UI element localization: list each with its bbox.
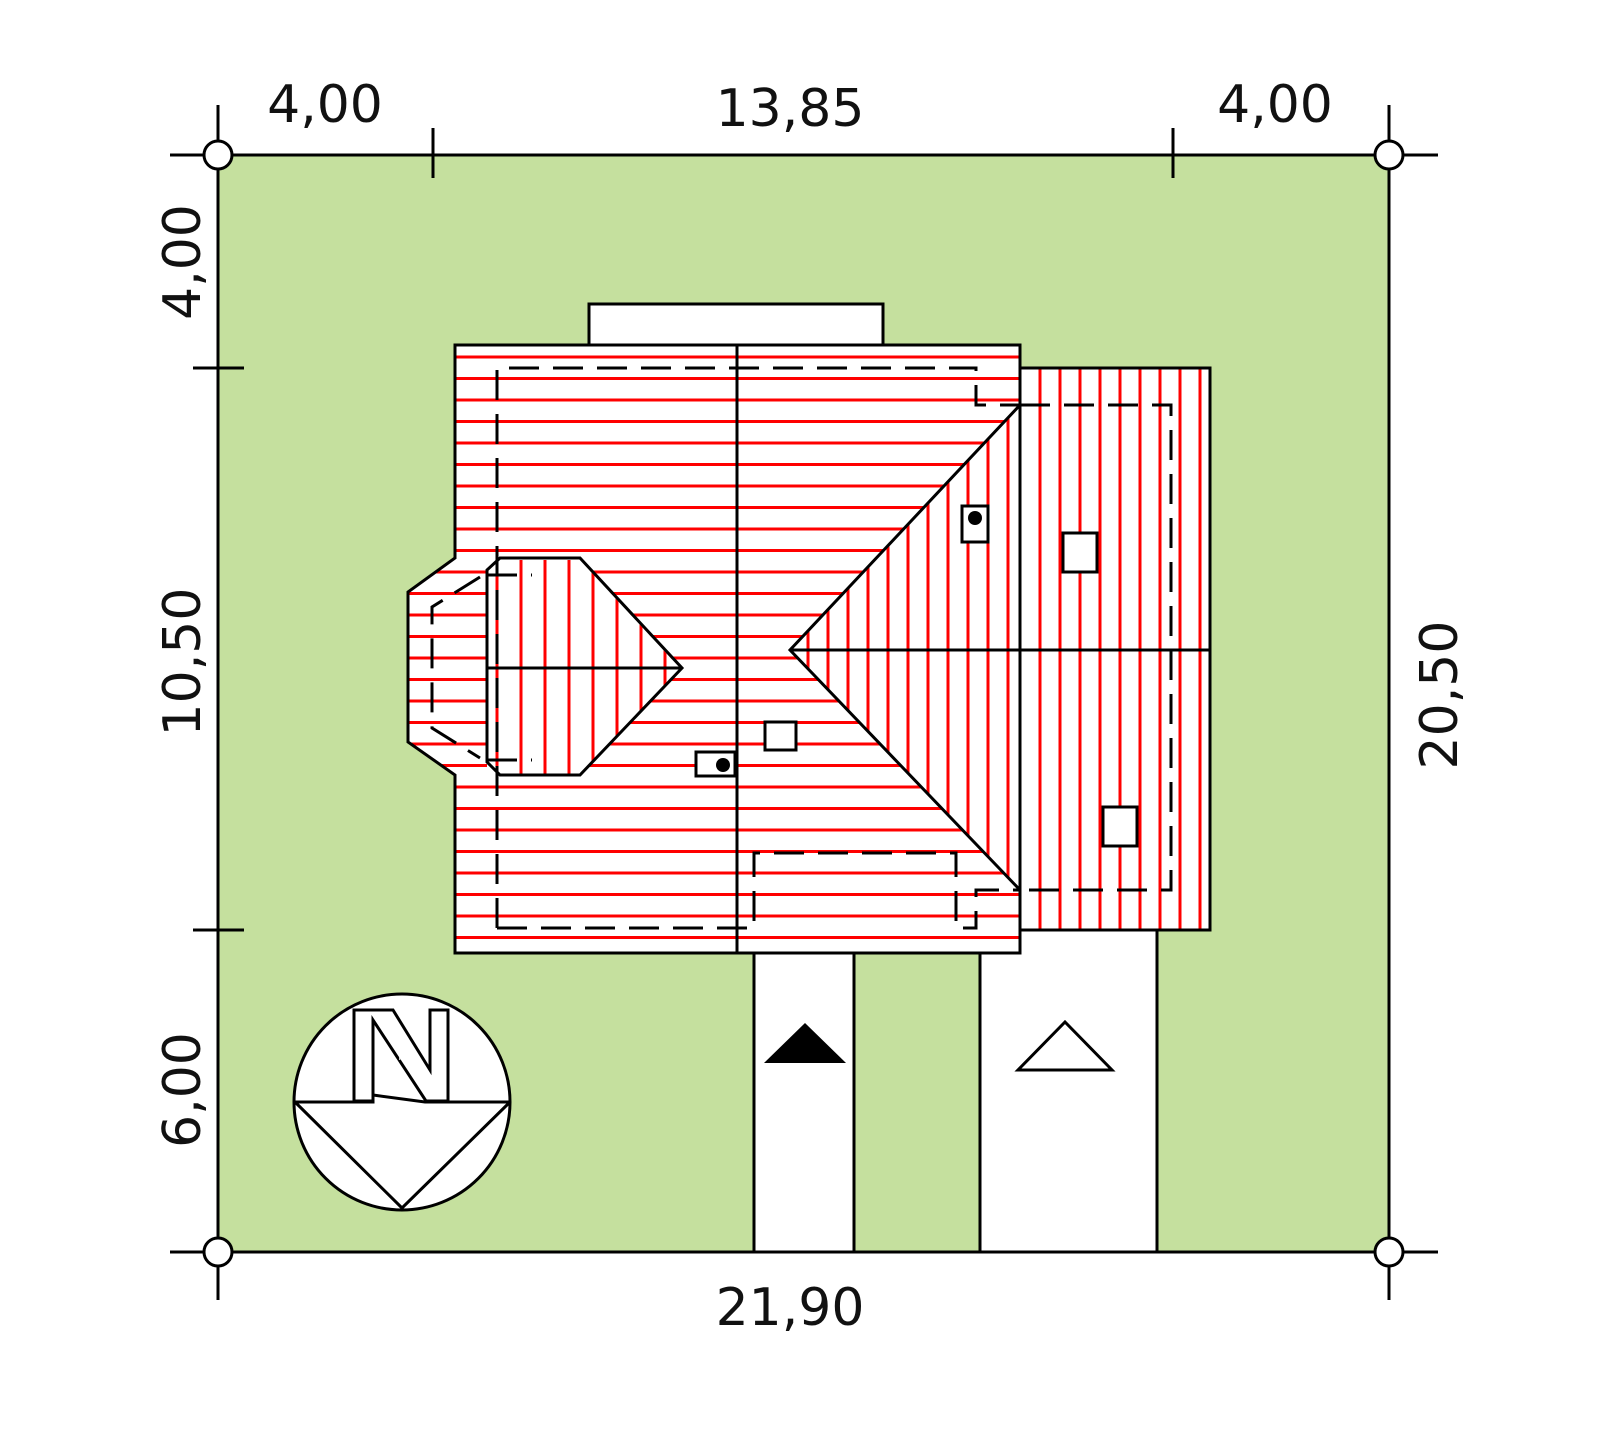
chimney-vent-icon [968, 511, 982, 525]
north-letter: N [398, 1052, 405, 1063]
roof-windows [763, 531, 1139, 848]
driveway [978, 928, 1159, 1254]
grid-markers [202, 139, 1405, 1268]
entrance-marker-icon [764, 1023, 846, 1063]
dim-bottom: 21,90 [716, 1278, 865, 1338]
dim-left-middle: 10,50 [153, 588, 213, 737]
roof-outline [406, 343, 1212, 955]
dim-top-middle: 13,85 [716, 79, 865, 139]
dim-left-top: 4,00 [153, 204, 213, 320]
entrance-path [752, 951, 856, 1254]
dim-left-bottom: 6,00 [153, 1032, 213, 1148]
dim-top-right: 4,00 [1217, 75, 1333, 135]
main-roof [408, 345, 1020, 953]
wall-lines-dashed [430, 366, 1173, 930]
chimney-vent-icon [716, 758, 730, 772]
dim-right: 20,50 [1410, 621, 1470, 770]
terrace [587, 302, 885, 347]
dim-top-left: 4,00 [267, 75, 383, 135]
roof-tiles-garage [1020, 368, 1202, 930]
north-arrow-icon: N [292, 992, 512, 1212]
garage-marker-icon [1014, 1019, 1116, 1072]
